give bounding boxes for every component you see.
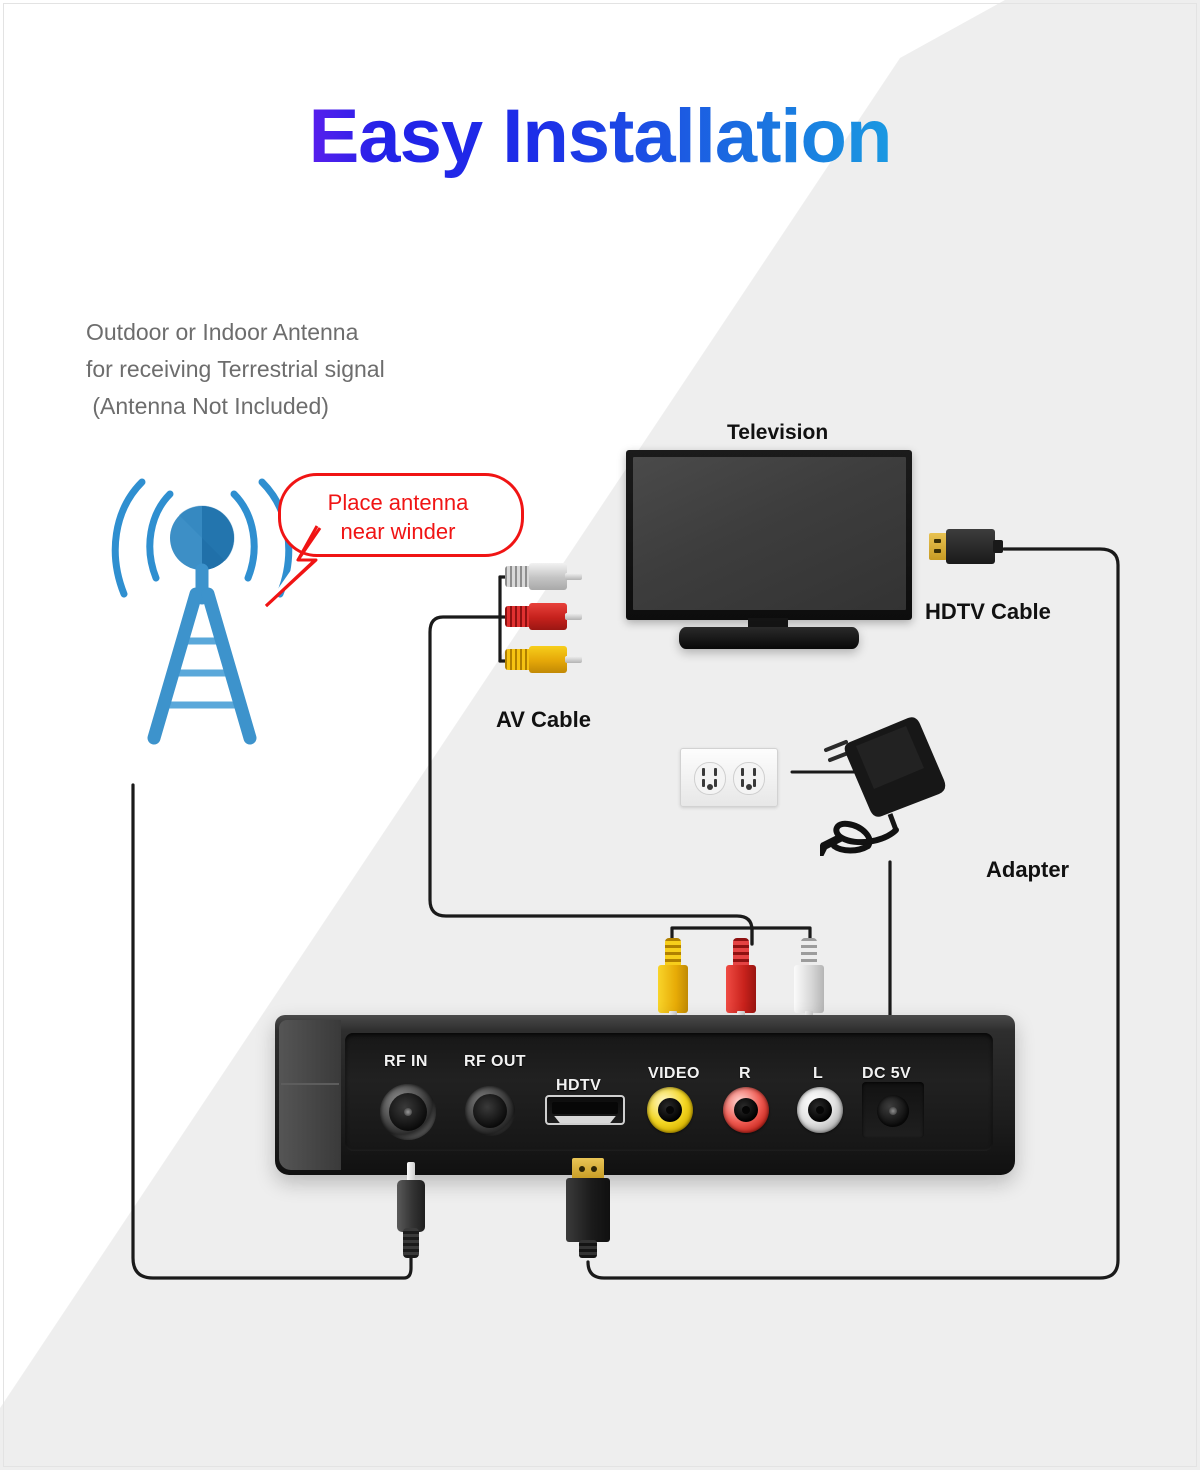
rca-port-pin xyxy=(742,1106,750,1114)
rca-pin xyxy=(565,573,582,580)
rca-plug-yellow-horizontal xyxy=(505,646,582,673)
outlet-socket-left xyxy=(694,762,726,795)
antenna-coax-wire xyxy=(131,783,413,1280)
rca-barrel xyxy=(726,965,756,1013)
outlet-ground xyxy=(746,784,752,790)
callout-line-1: Place antenna xyxy=(327,490,469,515)
coax-plug xyxy=(396,1162,426,1267)
port-rf-out[interactable] xyxy=(465,1086,515,1136)
port-rf-in[interactable] xyxy=(380,1084,436,1140)
set-top-box-left-side xyxy=(279,1020,341,1170)
rca-grip xyxy=(665,938,681,968)
television-stand-base xyxy=(679,627,859,649)
callout-line-2: near winder xyxy=(340,519,456,544)
port-label-rf-out: RF OUT xyxy=(464,1053,526,1070)
television xyxy=(626,450,912,620)
rca-plug-red-vertical xyxy=(726,938,756,1028)
rca-barrel xyxy=(529,603,567,630)
port-hdtv-notch xyxy=(554,1116,616,1123)
port-audio-left[interactable] xyxy=(797,1087,843,1133)
rca-grip xyxy=(505,649,530,670)
coax-plug-body xyxy=(397,1180,425,1232)
rca-vertical-bracket xyxy=(670,926,812,948)
antenna-caption: Outdoor or Indoor Antenna for receiving … xyxy=(86,319,385,419)
hdtv-cable-label: HDTV Cable xyxy=(925,599,1051,624)
callout-bubble xyxy=(278,473,524,557)
rca-grip xyxy=(505,606,530,627)
outlet-ground xyxy=(707,784,713,790)
outlet-slot xyxy=(714,768,717,776)
dc-port-pin xyxy=(889,1107,897,1115)
adapter-coiled-cable xyxy=(831,820,899,854)
outlet-slot xyxy=(702,768,705,776)
outlet-slot xyxy=(741,768,744,776)
outlet-slot xyxy=(714,779,717,787)
port-dc-5v[interactable] xyxy=(862,1082,924,1138)
hdmi-plug-strain-relief xyxy=(579,1240,597,1258)
rca-plug-white-vertical xyxy=(794,938,824,1028)
set-top-box-seam xyxy=(281,1083,339,1085)
antenna-tower-icon xyxy=(111,478,293,745)
coax-plug-strain-relief xyxy=(403,1228,419,1258)
outlet-socket-right xyxy=(733,762,765,795)
coax-inner xyxy=(473,1094,507,1128)
coax-plug-pin xyxy=(407,1162,415,1184)
outlet-slot xyxy=(753,779,756,787)
port-label-r: R xyxy=(739,1065,751,1082)
rca-pin xyxy=(565,656,582,663)
rca-grip xyxy=(801,938,817,968)
rca-plug-yellow-vertical xyxy=(658,938,688,1028)
wall-outlet xyxy=(680,748,778,807)
adapter-label: Adapter xyxy=(986,857,1070,882)
rca-port-pin xyxy=(816,1106,824,1114)
hdmi-gold-contacts-icon xyxy=(572,1158,604,1180)
port-label-dc5v: DC 5V xyxy=(862,1065,912,1082)
adapter-highlight xyxy=(856,726,924,789)
hdmi-plug-body xyxy=(566,1178,610,1242)
rca-barrel xyxy=(529,646,567,673)
port-video[interactable] xyxy=(647,1087,693,1133)
port-label-hdtv: HDTV xyxy=(556,1077,602,1094)
rca-port-pin xyxy=(666,1106,674,1114)
port-audio-right[interactable] xyxy=(723,1087,769,1133)
hdmi-plug-box xyxy=(566,1158,610,1264)
port-label-rf-in: RF IN xyxy=(384,1053,428,1070)
page-title: Easy Installation xyxy=(0,93,1200,180)
outlet-slot xyxy=(702,779,705,787)
hdmi-gold-contacts-icon xyxy=(929,533,947,560)
television-screen xyxy=(633,457,906,610)
hdtv-cable-wire xyxy=(586,547,1120,1280)
port-label-video: VIDEO xyxy=(648,1065,700,1082)
power-adapter xyxy=(820,717,946,856)
coax-center-pin xyxy=(404,1108,412,1116)
callout-bubble-tail xyxy=(264,525,322,608)
rca-plug-red-horizontal xyxy=(505,603,582,630)
rca-plug-white-horizontal xyxy=(505,563,582,590)
hdmi-connector-tail xyxy=(993,540,1003,553)
outlet-slot xyxy=(753,768,756,776)
outlet-slot xyxy=(741,779,744,787)
rca-grip xyxy=(505,566,530,587)
rca-barrel xyxy=(794,965,824,1013)
av-cable-label: AV Cable xyxy=(496,707,591,732)
hdmi-connector-tv xyxy=(929,529,1005,565)
hdmi-connector-body xyxy=(946,529,995,564)
port-label-l: L xyxy=(813,1065,824,1082)
adapter-dc-plug xyxy=(820,834,844,856)
rca-barrel xyxy=(658,965,688,1013)
rca-grip xyxy=(733,938,749,968)
adapter-prongs xyxy=(824,740,850,762)
callout-text: Place antenna near winder xyxy=(278,488,518,546)
rca-barrel xyxy=(529,563,567,590)
rca-pin xyxy=(565,613,582,620)
television-label: Television xyxy=(727,421,829,444)
av-cable-wire xyxy=(428,615,754,946)
